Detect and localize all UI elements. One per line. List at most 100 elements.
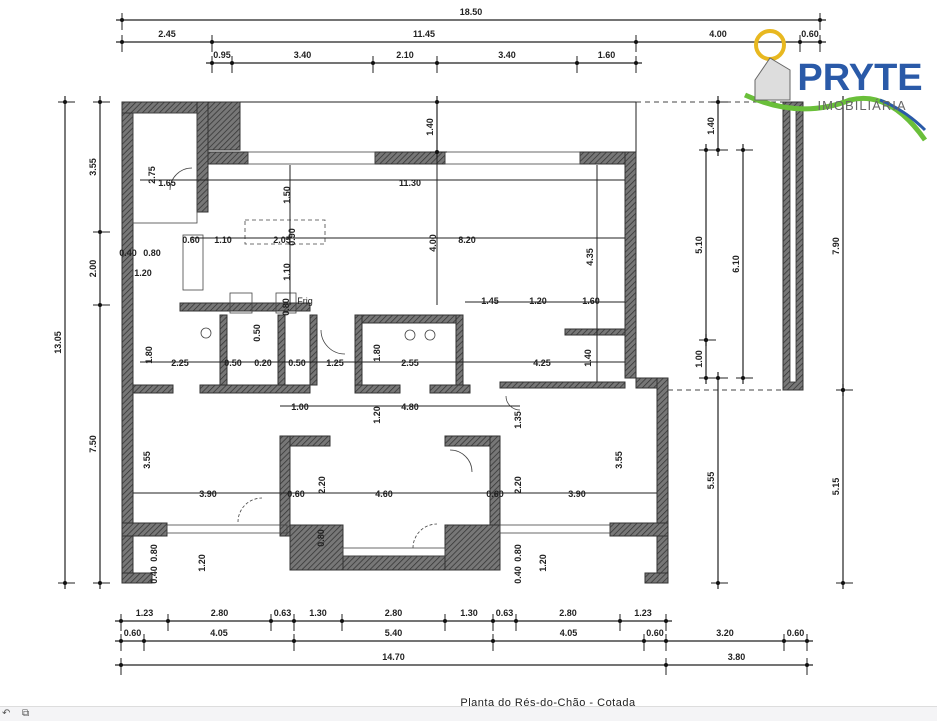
interior-dimension-label: 3.90 (568, 489, 586, 499)
dimension-label: 2.45 (158, 29, 176, 39)
dimension-node (634, 40, 638, 44)
interior-dimension-label: 0.80 (143, 248, 161, 258)
interior-dimension-label: 3.90 (199, 489, 217, 499)
dimension-node (716, 100, 720, 104)
interior-dimension-label: 2.55 (401, 358, 419, 368)
interior-dimension-label: 0.50 (288, 358, 306, 368)
dimension-node (805, 663, 809, 667)
dimension-label: 1.23 (136, 608, 154, 618)
interior-dimension-label: 0.90 (287, 228, 297, 246)
copy-icon[interactable]: ⧉ (22, 708, 30, 719)
dimension-node (63, 100, 67, 104)
interior-dimension-label: 1.35 (513, 411, 523, 429)
dimension-label: 6.10 (731, 255, 741, 273)
dimension-node (491, 639, 495, 643)
interior-dimension-label: 1.45 (481, 296, 499, 306)
logo-name: PRYTE (797, 57, 922, 99)
dimension-node (98, 230, 102, 234)
interior-dimension-label: 0.80 (316, 529, 326, 547)
interior-dimension-label: 1.60 (582, 296, 600, 306)
undo-icon[interactable]: ↶ (2, 708, 11, 719)
interior-dimension-label: 2.20 (513, 476, 523, 494)
dimension-node (435, 100, 439, 104)
fixtures: Frig (132, 112, 611, 557)
dimension-node (142, 639, 146, 643)
dimension-node (443, 619, 447, 623)
dimension-label: 18.50 (460, 7, 483, 17)
interior-dimension-label: 1.25 (326, 358, 344, 368)
dimension-label: 0.60 (124, 628, 142, 638)
dimension-label: 5.55 (706, 472, 716, 490)
interior-dimension-label: 0.50 (224, 358, 242, 368)
interior-dimension-label: 1.10 (214, 235, 232, 245)
dimension-node (292, 639, 296, 643)
dimension-node (664, 663, 668, 667)
interior-dimension-label: 0.40 (119, 248, 137, 258)
dimension-label: 3.20 (716, 628, 734, 638)
dimension-node (818, 18, 822, 22)
dimension-label: 0.63 (496, 608, 514, 618)
dimension-label: 4.00 (709, 29, 727, 39)
fridge-label: Frig (297, 296, 313, 306)
dimension-label: 4.05 (560, 628, 578, 638)
dimension-node (491, 619, 495, 623)
interior-dimension-label: 1.00 (291, 402, 309, 412)
interior-dimension-label: 2.25 (171, 358, 189, 368)
dimension-label: 14.70 (382, 652, 405, 662)
interior-dimension-label: 0.50 (252, 324, 262, 342)
dimension-node (269, 619, 273, 623)
walls (121, 101, 804, 584)
interior-dimension-label: 0.40 (149, 566, 159, 584)
interior-dimension-label: 0.80 (513, 544, 523, 562)
dimension-label: 13.05 (53, 331, 63, 354)
logo-subtitle: IMOBILIÁRIA (817, 98, 906, 113)
interior-dimension-label: 3.55 (142, 451, 152, 469)
dimension-node (618, 619, 622, 623)
dimension-node (716, 376, 720, 380)
interior-dimension-label: 2.20 (317, 476, 327, 494)
interior-dimension-label: 2.75 (147, 166, 157, 184)
company-logo: PRYTE IMOBILIÁRIA (743, 29, 928, 142)
dimension-label: 0.60 (646, 628, 664, 638)
interior-dimension-label: 1.20 (134, 268, 152, 278)
interior-dimension-label: 1.65 (158, 178, 176, 188)
dimension-node (634, 61, 638, 65)
dimension-node (119, 663, 123, 667)
dimension-label: 3.40 (498, 50, 516, 60)
dimension-node (716, 148, 720, 152)
interior-dimension-label: 1.40 (583, 349, 593, 367)
interior-dimension-label: 4.35 (585, 248, 595, 266)
bottom-toolbar: ↶ ⧉ (0, 706, 937, 721)
dimension-node (664, 619, 668, 623)
interior-dimension-label: 4.80 (401, 402, 419, 412)
dimension-node (98, 100, 102, 104)
interior-dimension-label: 0.20 (254, 358, 272, 368)
interior-dimension-label: 1.10 (282, 263, 292, 281)
dimension-node (119, 619, 123, 623)
dimension-node (230, 61, 234, 65)
dimension-label: 1.40 (706, 117, 716, 135)
interior-dimension-label: 1.20 (197, 554, 207, 572)
interior-dimension-label: 1.20 (538, 554, 548, 572)
interior-dimension-label: 0.40 (513, 566, 523, 584)
dimension-node (98, 303, 102, 307)
dimension-node (63, 581, 67, 585)
dimension-label: 1.23 (634, 608, 652, 618)
interior-dimension-label: 2.05 (273, 235, 291, 245)
dimension-node (371, 61, 375, 65)
dimension-label: 0.63 (274, 608, 292, 618)
interior-dimension-label: 4.60 (375, 489, 393, 499)
dimension-label: 7.90 (831, 237, 841, 255)
interior-dimension-label: 1.80 (144, 346, 154, 364)
dimension-node (120, 18, 124, 22)
dimension-node (210, 40, 214, 44)
interior-dimension-label: 0.80 (149, 544, 159, 562)
dimension-node (841, 581, 845, 585)
dimension-node (741, 148, 745, 152)
dimension-node (798, 40, 802, 44)
dimension-label: 1.00 (694, 350, 704, 368)
dimension-label: 3.55 (88, 158, 98, 176)
dimension-node (818, 40, 822, 44)
interior-dimension-label: 1.80 (372, 344, 382, 362)
